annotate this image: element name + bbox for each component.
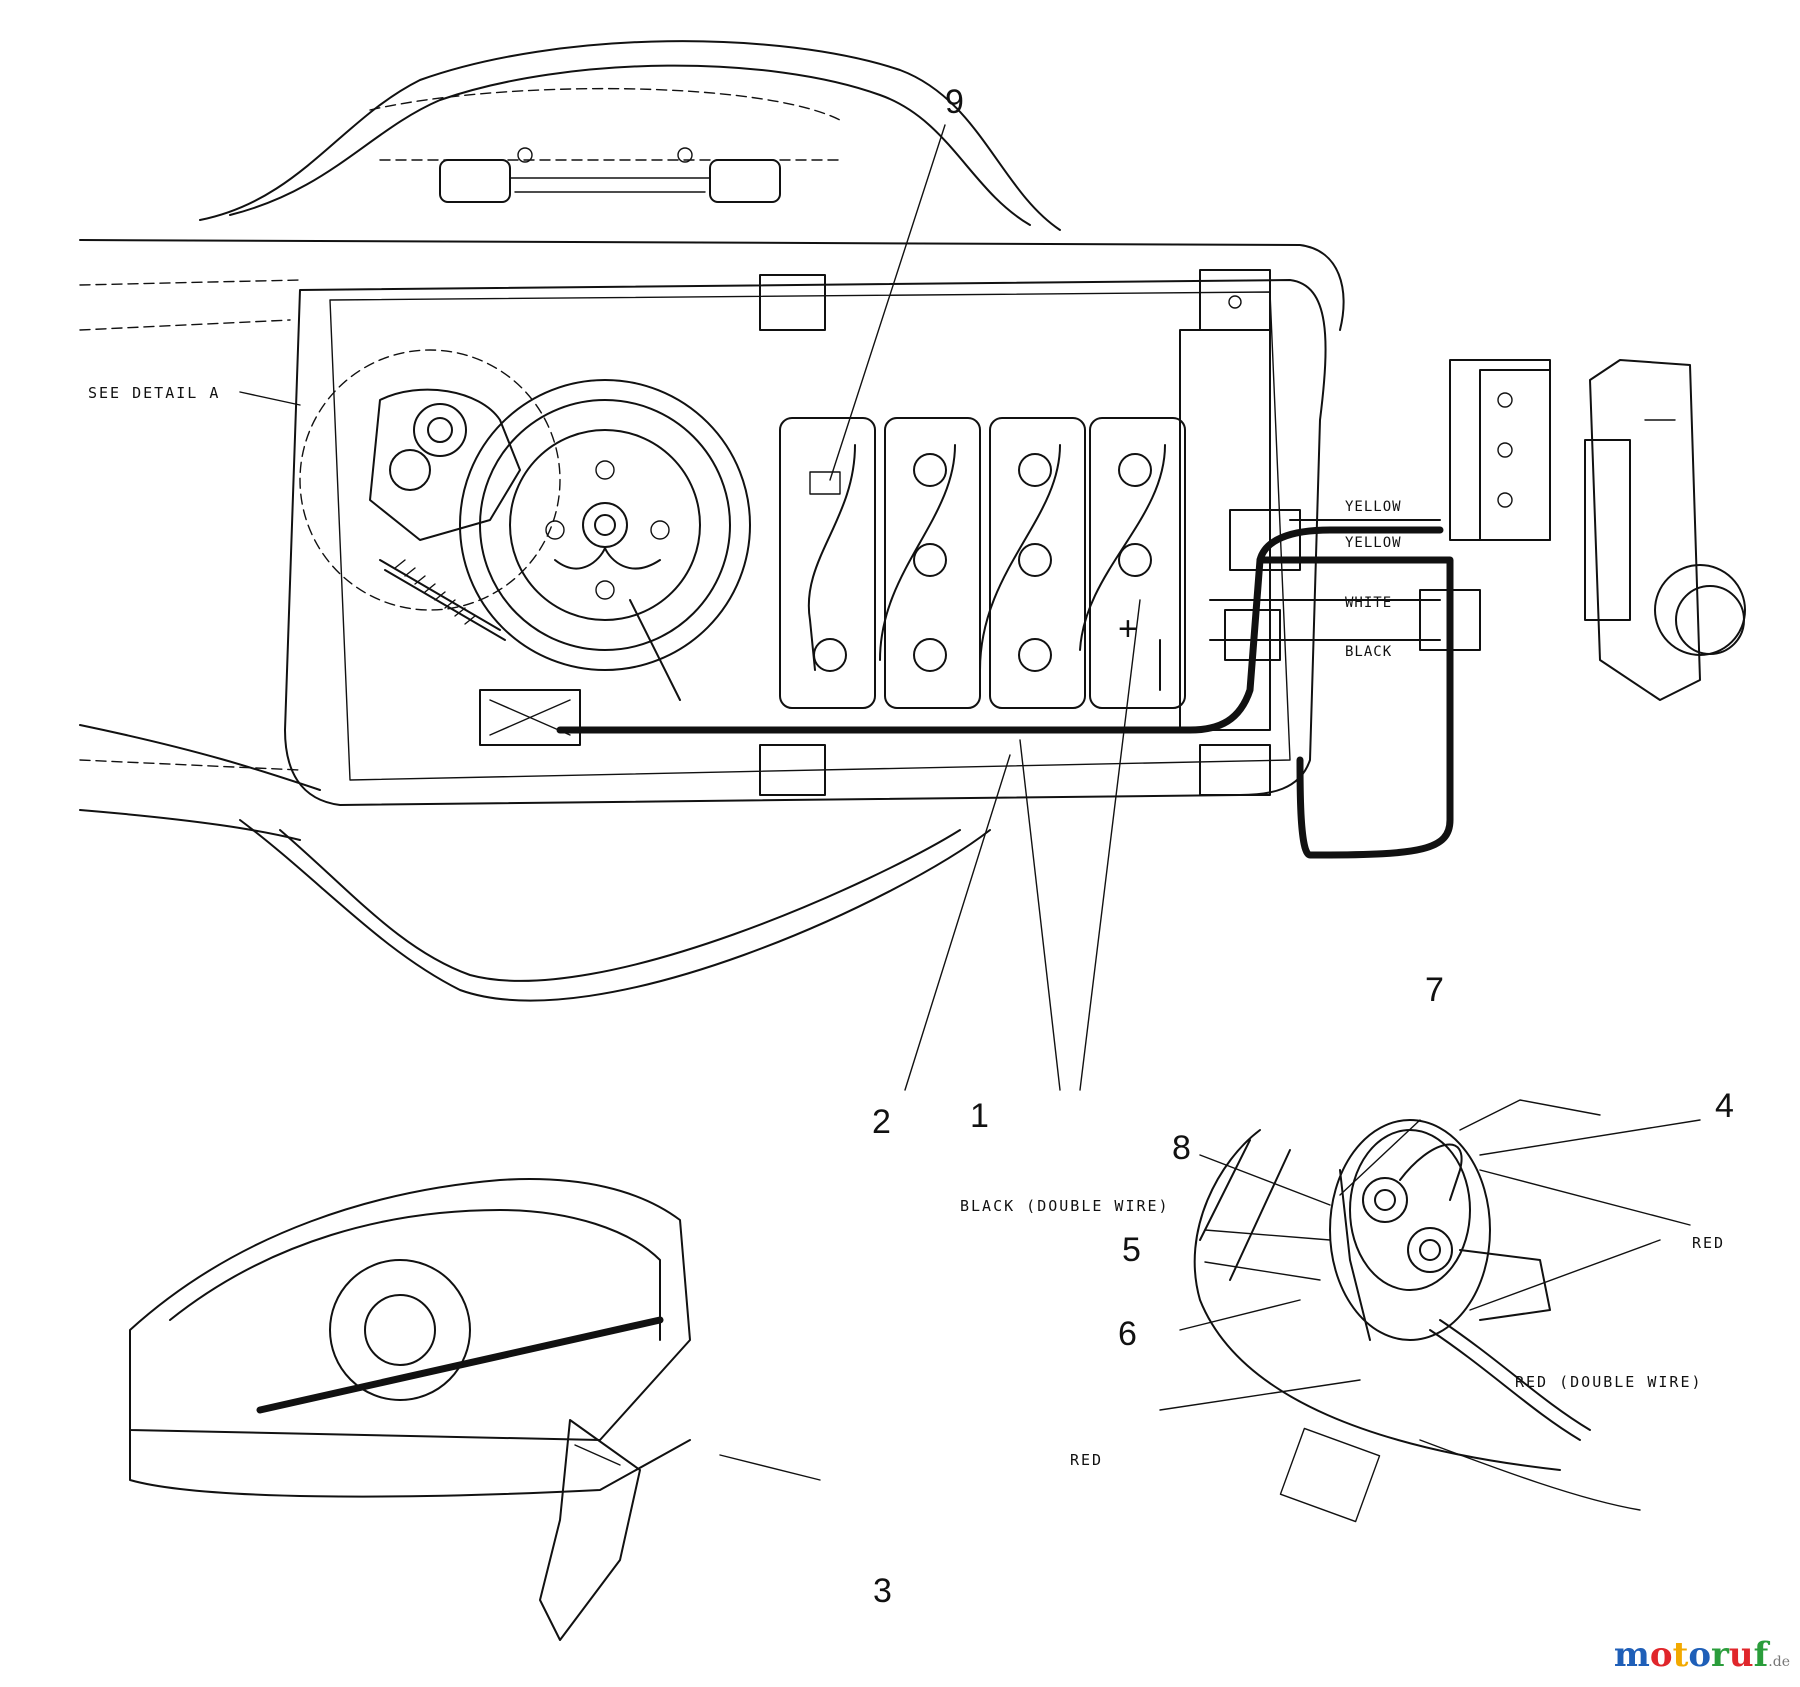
watermark-letter: o xyxy=(1649,1635,1673,1675)
battery-pack: + xyxy=(779,417,1186,709)
callout-1: 1 xyxy=(970,1097,989,1135)
side-panel xyxy=(1584,359,1746,701)
watermark-letter: f xyxy=(1753,1635,1769,1675)
callout-8: 8 xyxy=(1172,1129,1191,1167)
watermark-letter: r xyxy=(1711,1635,1729,1675)
detail-a-solenoid xyxy=(1193,1119,1641,1523)
callout-7: 7 xyxy=(1425,971,1444,1009)
deck-perspective xyxy=(129,1178,691,1641)
label-red-1: RED xyxy=(1692,1234,1725,1252)
label-black-double-wire: BLACK (DOUBLE WIRE) xyxy=(960,1197,1170,1215)
watermark-suffix: .de xyxy=(1768,1654,1790,1670)
watermark-letter: o xyxy=(1688,1635,1711,1675)
watermark-logo: motoruf.de xyxy=(1614,1635,1790,1675)
wire-label-black: BLACK xyxy=(1345,644,1392,660)
callout-4: 4 xyxy=(1715,1087,1734,1125)
callout-5: 5 xyxy=(1122,1231,1141,1269)
callout-3: 3 xyxy=(873,1572,892,1610)
wire-label-white: WHITE xyxy=(1345,595,1392,611)
wire-label-yellow-1: YELLOW xyxy=(1345,499,1402,515)
label-red-2: RED xyxy=(1070,1451,1103,1469)
callout-6: 6 xyxy=(1118,1315,1137,1353)
motor-assembly xyxy=(299,349,751,746)
watermark-letter: m xyxy=(1613,1635,1650,1675)
callout-2: 2 xyxy=(872,1103,891,1141)
leader-lines xyxy=(239,124,1701,1481)
label-red-double-wire: RED (DOUBLE WIRE) xyxy=(1515,1373,1703,1391)
chassis-top-view xyxy=(79,40,1345,1002)
watermark-letter: u xyxy=(1728,1635,1754,1675)
watermark-letter: t xyxy=(1672,1635,1689,1675)
battery-terminal-symbol: + xyxy=(1118,610,1138,648)
wiring-harness: YELLOW YELLOW WHITE BLACK xyxy=(556,329,1551,859)
label-see-detail-a: SEE DETAIL A xyxy=(88,384,220,402)
wire-label-yellow-2: YELLOW xyxy=(1345,535,1402,551)
callout-9: 9 xyxy=(945,83,964,121)
